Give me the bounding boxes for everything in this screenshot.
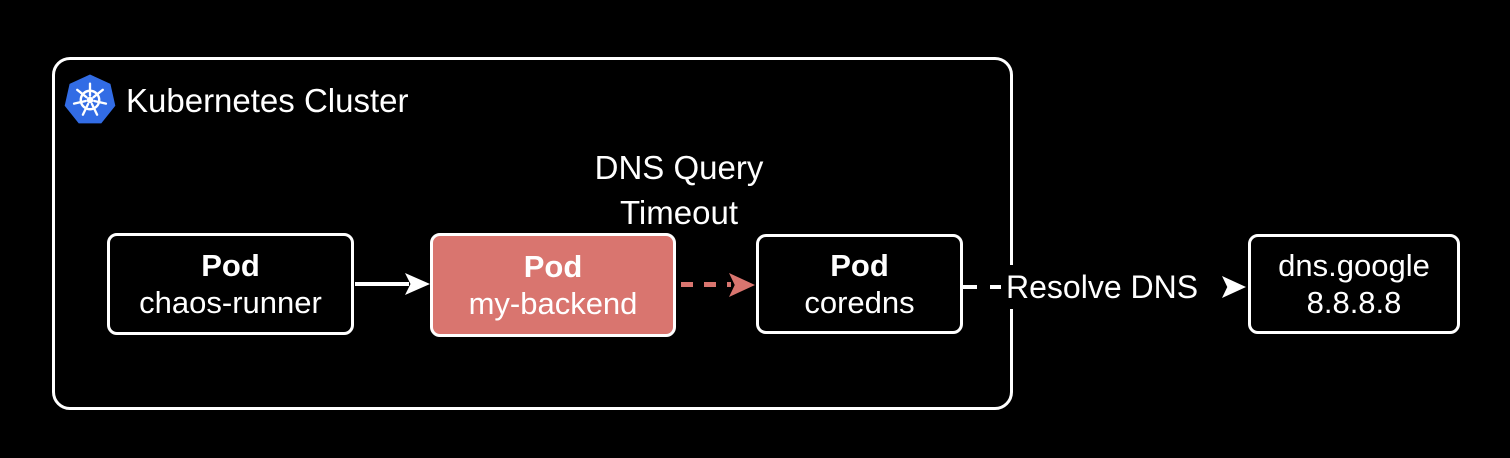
edge-coredns-to-dns-arrowhead-icon <box>1222 276 1246 298</box>
pod-coredns-type: Pod <box>830 248 889 283</box>
kubernetes-icon <box>64 73 116 127</box>
pod-my-backend-type: Pod <box>523 249 583 284</box>
edge-coredns-to-dns-line-segment <box>963 285 977 289</box>
dns-google-ip: 8.8.8.8 <box>1306 285 1402 320</box>
dns-google-node: dns.google 8.8.8.8 <box>1248 234 1460 334</box>
pod-chaos-runner-node: Pod chaos-runner <box>107 233 354 335</box>
edge-backend-to-coredns-dashed-line <box>681 282 731 287</box>
kubernetes-cluster-container <box>52 57 1013 410</box>
pod-my-backend-node: Pod my-backend <box>430 233 676 337</box>
pod-coredns-node: Pod coredns <box>756 234 963 334</box>
dns-query-label-line1: DNS Query <box>594 149 764 186</box>
edge-chaos-to-backend-line <box>355 282 409 286</box>
dns-query-label-line2: Timeout <box>620 194 738 231</box>
pod-chaos-runner-type: Pod <box>201 248 260 283</box>
dns-google-host: dns.google <box>1278 248 1430 283</box>
edge-coredns-to-dns-line-segment <box>990 285 1001 289</box>
resolve-dns-label: Resolve DNS <box>1001 265 1204 309</box>
dns-query-timeout-label: DNS Query Timeout <box>559 145 799 235</box>
pod-coredns-name: coredns <box>804 285 915 320</box>
cluster-title: Kubernetes Cluster <box>126 82 409 119</box>
pod-my-backend-name: my-backend <box>468 286 638 321</box>
pod-chaos-runner-name: chaos-runner <box>139 285 322 320</box>
